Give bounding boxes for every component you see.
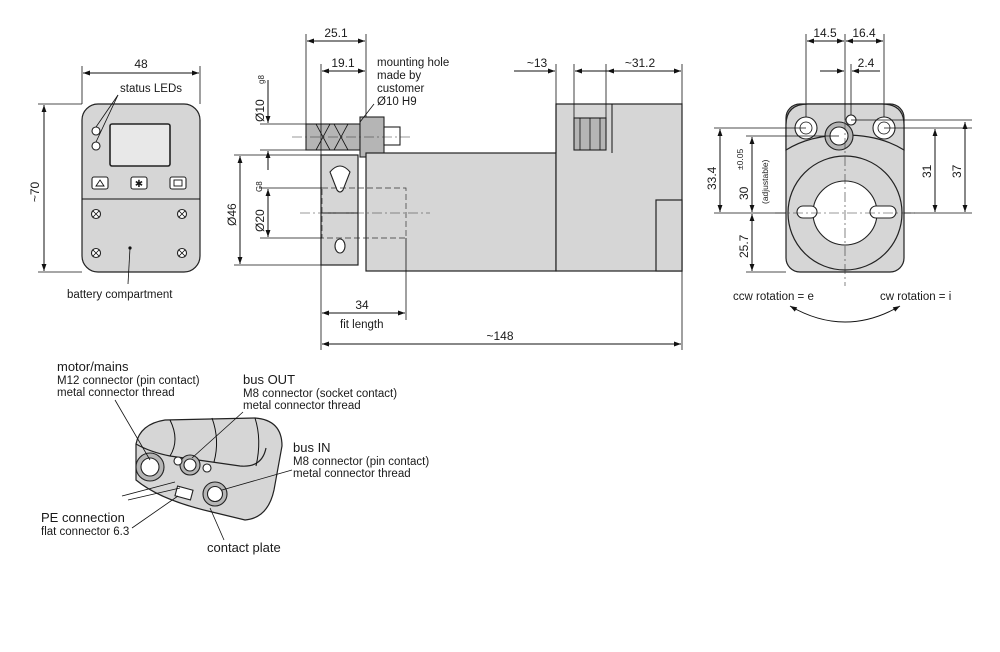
dim-13: ~13: [527, 56, 548, 70]
connector-view: motor/mains M12 connector (pin contact) …: [41, 359, 429, 555]
bus-out-line1: M8 connector (socket contact): [243, 388, 397, 400]
dim-14-5: 14.5: [813, 26, 837, 40]
motor-mains-line2: metal connector thread: [57, 387, 175, 399]
torque-support-hole: [334, 238, 346, 254]
mounting-hole-line3: customer: [377, 83, 424, 95]
dim-d46: Ø46: [225, 203, 239, 226]
side-view: 25.1 19.1 mounting hole made by customer…: [225, 26, 683, 350]
bus-in-line1: M8 connector (pin contact): [293, 456, 429, 468]
cw-rotation-label: cw rotation = i: [880, 291, 951, 303]
mounting-hole-line4: Ø10 H9: [377, 96, 417, 108]
ccw-rotation-label: ccw rotation = e: [733, 291, 814, 303]
dim-34: 34: [355, 298, 369, 312]
status-leds-label: status LEDs: [120, 83, 182, 95]
dim-d20-tol: G8: [255, 181, 264, 192]
rotation-arrow-icon: [789, 305, 901, 323]
dim-31-2: ~31.2: [625, 56, 656, 70]
battery-compartment-label: battery compartment: [67, 289, 173, 301]
fit-length-label: fit length: [340, 319, 383, 331]
dim-148: ~148: [486, 329, 513, 343]
status-led-2: [91, 141, 101, 151]
bus-out-title: bus OUT: [243, 372, 295, 387]
motor-body: [365, 152, 557, 272]
torque-support-slot: [329, 165, 351, 193]
pe-connection-title: PE connection: [41, 510, 125, 525]
dim-16-4: 16.4: [852, 26, 876, 40]
motor-mains-title: motor/mains: [57, 359, 129, 374]
torque-slot: [869, 205, 897, 219]
dim-d10: Ø10: [253, 99, 267, 122]
dim-d20: Ø20: [253, 209, 267, 232]
button-up-icon: [91, 176, 109, 190]
display-screen: [109, 123, 171, 167]
dim-d10-tol: g8: [257, 75, 266, 84]
dim-19-1: 19.1: [331, 56, 355, 70]
bus-out-line2: metal connector thread: [243, 400, 361, 412]
front-width-dim: 48: [134, 57, 148, 71]
dim-25-1: 25.1: [324, 26, 348, 40]
front-view: ✱ 48 status LEDs ~70 battery compartment: [28, 57, 201, 301]
motor-mains-line1: M12 connector (pin contact): [57, 375, 200, 387]
dim-31: 31: [920, 164, 934, 178]
mounting-hole-line2: made by: [377, 70, 421, 82]
button-square-icon: [169, 176, 187, 190]
end-view: 14.5 16.4 2.4 33.4 30 ±0.05 (adjustable)…: [705, 26, 972, 323]
contact-plate-label: contact plate: [207, 540, 281, 555]
front-height-dim: ~70: [28, 181, 42, 202]
button-star-icon: [130, 176, 148, 190]
dim-30-note: (adjustable): [760, 159, 770, 204]
dim-30-tol: ±0.05: [735, 149, 745, 170]
svg-text:✱: ✱: [135, 179, 143, 190]
dim-30: 30: [737, 186, 751, 200]
bus-in-line2: metal connector thread: [293, 468, 411, 480]
pe-connection-line1: flat connector 6.3: [41, 526, 129, 538]
dim-2-4: 2.4: [858, 56, 875, 70]
pe-flat-connector: [174, 485, 194, 501]
mounting-hole-line1: mounting hole: [377, 57, 449, 69]
status-led-1: [91, 126, 101, 136]
bus-in-title: bus IN: [293, 440, 331, 455]
dim-37: 37: [950, 164, 964, 178]
dim-33-4: 33.4: [705, 166, 719, 190]
dim-25-7: 25.7: [737, 234, 751, 258]
